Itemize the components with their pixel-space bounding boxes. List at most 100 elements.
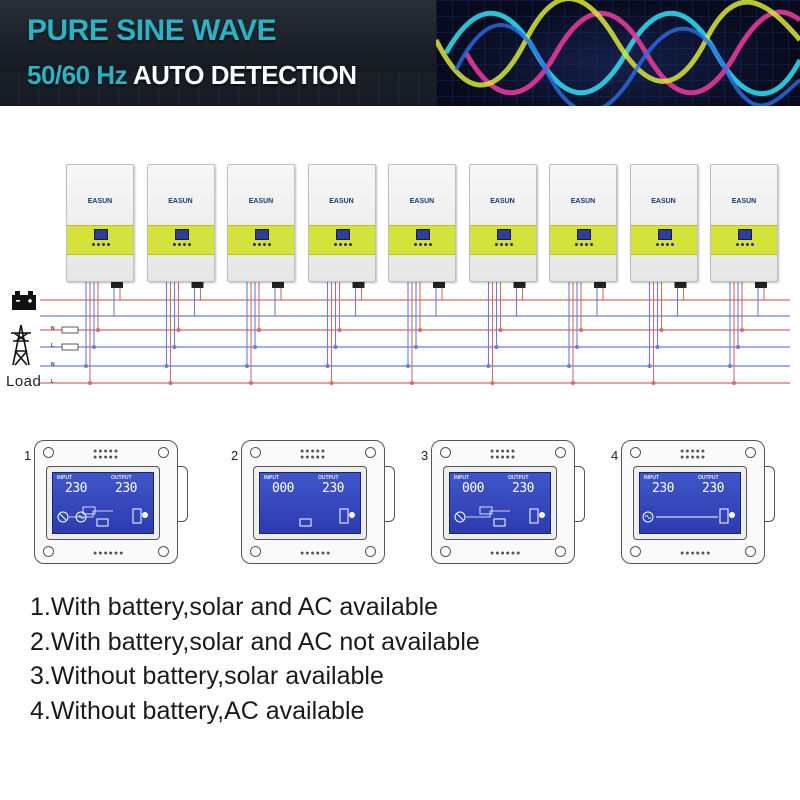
inverter-front-panel [630,225,697,255]
inverter-button [509,243,513,246]
inverter-unit: EASUN [388,164,456,282]
screw-icon [440,546,451,557]
inverter-lcd [577,229,591,240]
display-panel-1: ●●●●●●●●●● ●●●●●● INPUT OUTPUT 230 230 [18,440,188,570]
caption-list: 1.With battery,solar and AC available 2.… [30,590,480,728]
inverter-button [343,243,347,246]
panel-number: 1 [24,448,32,463]
inverter-button [665,243,669,246]
inverter-unit: EASUN [227,164,295,282]
inverter-button [187,243,191,246]
input-label: INPUT [57,475,72,481]
screw-icon [555,546,566,557]
inverter-button [499,243,503,246]
screw-icon [158,546,169,557]
line-tag: L [51,343,55,349]
vent-dots: ●●●●●●●●●● [680,448,707,461]
inverter-lcd [496,229,511,240]
frequency-text: 50/60 Hz [27,60,128,90]
brand-logo: EASUN [329,198,354,205]
inverter-front-panel [469,225,536,255]
screw-icon [745,546,756,557]
panel-number: 2 [231,448,239,463]
output-label: OUTPUT [318,475,339,481]
inverter-button [338,243,342,246]
lcd-frame: INPUT OUTPUT 230 230 [633,466,747,540]
line-tag: L [51,379,55,385]
inverter-lcd [335,229,350,240]
screw-icon [158,447,169,458]
brand-logo: EASUN [87,198,113,205]
inverter-button [102,243,105,246]
lcd-frame: INPUT OUTPUT 000 230 [253,466,367,540]
inverter-button [736,243,739,246]
inverter-button [268,243,271,246]
inverter-button [419,243,422,246]
lcd-screen: INPUT OUTPUT 230 230 [52,472,154,534]
inverter-button [590,243,593,246]
line-tag: N [51,362,55,368]
lcd-frame: INPUT OUTPUT 230 230 [46,466,160,540]
brand-logo: EASUN [651,198,676,205]
inverter-button [585,243,588,246]
inverter-lcd [255,229,269,240]
inverter-button [670,243,674,246]
inverter-lcd [738,229,752,240]
inverter-lcd [94,229,108,240]
input-label: INPUT [454,475,469,481]
inverter-unit: EASUN [549,164,617,282]
banner-title: PURE SINE WAVE [27,14,277,47]
output-label: OUTPUT [698,475,719,481]
inverter-button [741,243,744,246]
inverter-unit: EASUN [146,164,215,282]
screw-icon [365,546,376,557]
energy-flow-icons [57,506,148,527]
side-bracket [765,466,775,522]
display-panel-4: ●●●●●●●●●● ●●●●●● INPUT OUTPUT 230 230 [605,440,775,570]
inverter-front-panel [308,225,375,255]
load-label: Load [6,373,42,390]
button-dots: ●●●●●● [490,550,522,557]
inverter-front-panel [147,225,214,255]
lcd-frame: INPUT OUTPUT 000 230 [443,466,557,540]
inverter-button [182,243,186,246]
vent-dots: ●●●●●●●●●● [93,448,120,461]
screw-icon [250,447,261,458]
line-tag: N [51,326,55,332]
inverter-lcd [657,229,672,240]
caption-4: 4.Without battery,AC available [30,696,365,725]
auto-detection-text: AUTO DETECTION [132,60,357,90]
inverter-unit: EASUN [468,164,537,282]
screw-icon [555,447,566,458]
inverter-button [580,243,583,246]
header-banner: PURE SINE WAVE 50/60 Hz AUTO DETECTION [0,0,800,106]
lcd-screen: INPUT OUTPUT 230 230 [639,472,741,534]
inverter-button [746,243,749,246]
inverter-button [97,243,100,246]
button-dots: ●●●●●● [300,550,332,557]
panel-number: 3 [421,448,429,463]
output-value: 230 [512,481,534,496]
caption-1: 1.With battery,solar and AC available [30,593,439,621]
output-value: 230 [702,481,724,496]
display-panel-2: ●●●●●●●●●● ●●●●●● INPUT OUTPUT 000 230 [225,440,395,570]
output-label: OUTPUT [508,475,529,481]
energy-flow-icons [454,506,545,527]
inverter-front-panel [550,225,616,255]
inverter-button [655,243,659,246]
input-value: 230 [65,481,87,496]
lcd-screen: INPUT OUTPUT 000 230 [449,472,551,534]
grid-tower-icon [11,324,31,366]
brand-logo: EASUN [570,198,596,205]
brand-logo: EASUN [409,198,435,205]
panel-number: 4 [611,448,619,463]
inverter-button [429,243,432,246]
caption-3: 3.Without battery,solar available [30,662,384,690]
inverter-front-panel [389,225,455,255]
button-dots: ●●●●●● [93,550,125,557]
output-label: OUTPUT [111,475,132,481]
inverter-lcd [416,229,430,240]
screw-icon [630,546,641,557]
input-value: 230 [652,481,674,496]
